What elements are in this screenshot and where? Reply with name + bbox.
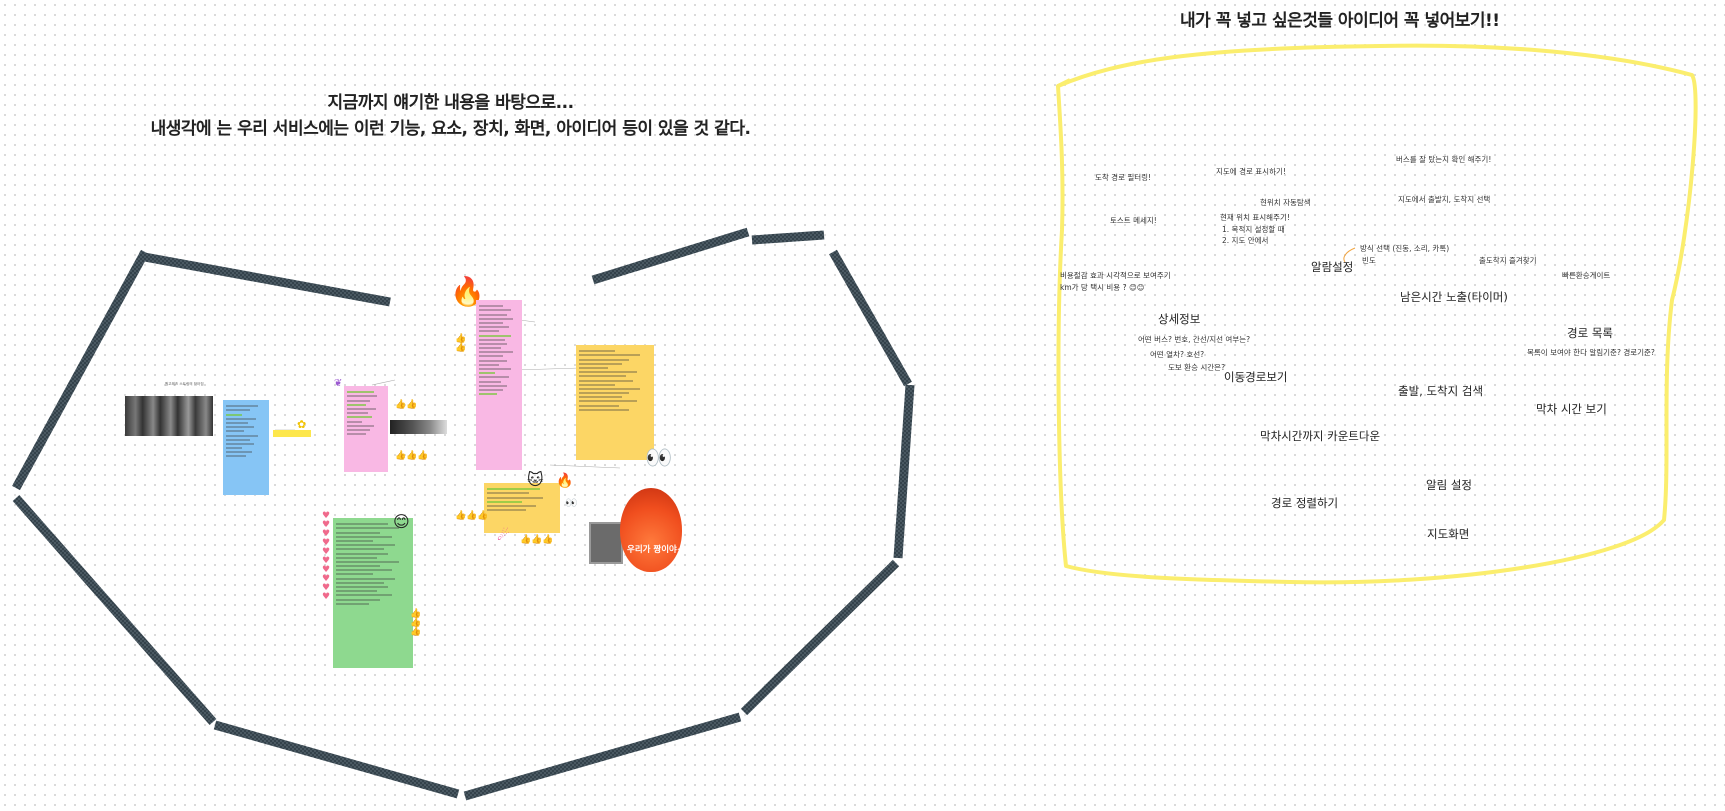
smile-sticker: 😊: [393, 512, 410, 531]
blue-sticky-note: [223, 400, 269, 495]
thumbs-up-group-2: 👍👍👍: [395, 452, 429, 461]
eyes-icon-large: 👀: [645, 446, 672, 471]
idea-list-criteria-question: 목록이 보여야 한다 알림기준? 경로기준?: [1527, 347, 1655, 358]
idea-select-departure-arrival-on-map: 지도에서 출발지, 도착지 선택: [1398, 194, 1490, 205]
idea-arrival-route-filter: 도착 경로 필터링!: [1095, 172, 1151, 183]
dark-image-card: [390, 420, 447, 434]
heart-column: ♥♥♥♥♥♥♥♥♥♥: [322, 512, 332, 602]
fire-icon-large: [620, 488, 682, 572]
idea-last-train-countdown: 막차시간까지 카운트다운: [1260, 431, 1380, 442]
thumbs-up-group-1: 👍👍: [395, 401, 417, 410]
idea-alarm-setting: 알림 설정: [1426, 480, 1472, 491]
idea-toast-message: 토스트 메세지!: [1110, 215, 1157, 226]
yellow-sticky-note-large: [576, 345, 654, 460]
fire-sticker-label: 우리가 짱이야~: [627, 543, 684, 555]
idea-current-location-auto: 현위치 자동탐색: [1260, 197, 1311, 208]
idea-fast-transfer-gate: 빠른환승게이트: [1562, 270, 1610, 281]
idea-which-bus: 어떤 버스? 번호, 간선/지선 여부는?: [1138, 334, 1250, 345]
connector-lines: [275, 320, 620, 468]
idea-check-bus-board: 버스를 잘 탔는지 확인 해주기!: [1396, 154, 1491, 165]
idea-favorite-departure-arrival: 출도착지 즐겨찾기: [1479, 255, 1537, 266]
idea-walking-transfer-time: 도보 환승 시간은?: [1168, 362, 1225, 373]
idea-map-screen: 지도화면: [1427, 529, 1469, 540]
idea-in-map: 2. 지도 안에서: [1222, 235, 1268, 246]
idea-which-train: 어떤 열차? 호선?: [1150, 349, 1204, 360]
idea-details: 상세정보: [1158, 314, 1200, 325]
phone-mockup-image: [589, 522, 623, 564]
pink-sticky-note-small: [344, 386, 388, 472]
pink-sticky-note-tall: [476, 300, 522, 470]
thumbs-up-group-5: 👍👍👍: [455, 512, 489, 521]
thumbs-up-group-6: 👍👍👍: [410, 610, 420, 637]
idea-sort-routes: 경로 정렬하기: [1271, 498, 1338, 509]
idea-cost-effect-visual: 비용절감 효과 시각적으로 보여주기: [1060, 270, 1171, 281]
fire-icon-tiny: 🔥: [556, 473, 573, 489]
idea-frequency: 빈도: [1362, 255, 1376, 266]
idea-remaining-time-timer: 남은시간 노출(타이머): [1400, 292, 1508, 303]
idea-when-destination-set: 1. 목적지 설정할 때: [1222, 224, 1285, 235]
idea-show-current-location: 현재 위치 표시해주기!: [1220, 212, 1290, 223]
idea-route-list: 경로 목록: [1567, 328, 1613, 339]
idea-view-last-train-time: 막차 시간 보기: [1536, 404, 1607, 415]
idea-alarm-settings: 알람설정: [1311, 262, 1353, 273]
cat-sticker: 🐱: [527, 470, 544, 489]
green-sticky-note: [333, 518, 413, 668]
idea-search-departure-arrival: 출발, 도착지 검색: [1398, 386, 1483, 397]
yellow-marker-outline: [1058, 46, 1696, 583]
idea-taxi-cost-per-km: km가 당 택시 비용 ? 😊😊: [1060, 282, 1145, 293]
thumbs-up-group-4: 👍👍👍: [520, 536, 554, 545]
idea-show-route-on-map: 지도에 경로 표시하기!: [1216, 166, 1286, 177]
flower-icon: ✿: [297, 418, 306, 431]
photo-strip: [125, 396, 213, 436]
comet-icon: ☄: [497, 528, 510, 544]
butterfly-icon: ❦: [334, 378, 342, 389]
thumbs-up-group-3: 👍👍: [455, 335, 466, 353]
idea-method-select: 방식 선택 (진동, 소리, 카톡): [1360, 243, 1449, 254]
eyes-icon-small: 👀: [565, 498, 577, 509]
yellow-sticky-note-small: [484, 483, 560, 533]
photo-caption: 원고레즈 스트링의 작아짐: [165, 382, 204, 387]
yellow-highlight-tag: [273, 430, 311, 437]
idea-view-travel-route: 이동경로보기: [1224, 372, 1287, 383]
